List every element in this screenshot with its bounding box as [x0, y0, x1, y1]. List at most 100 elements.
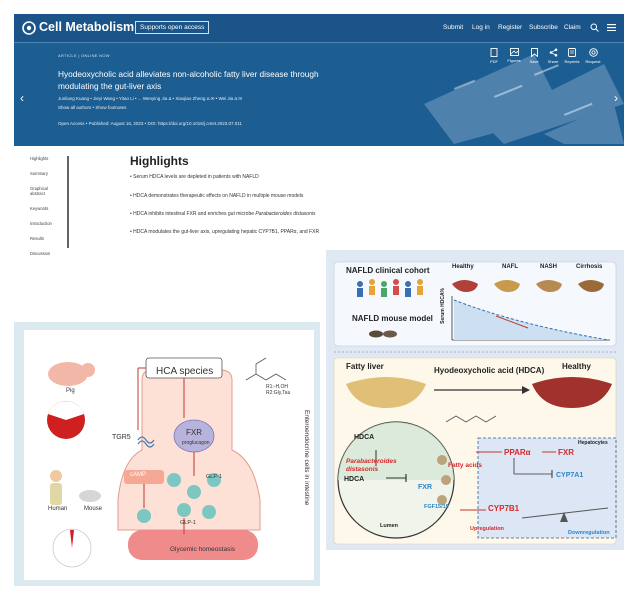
cell-logo-icon[interactable]	[22, 21, 36, 35]
healthy-liver-icon	[532, 377, 612, 408]
enteroendocrine-diagram	[24, 330, 314, 580]
nash-liver-icon	[536, 280, 562, 292]
tgr5-receptor-icon	[137, 436, 155, 444]
pig-label: Pig	[66, 388, 75, 394]
proglucagon-label: proglucagon	[182, 440, 210, 446]
journal-brand[interactable]: Cell Metabolism	[39, 20, 135, 34]
hdca-decline-line	[453, 299, 609, 341]
tgr5-label: TGR5	[112, 434, 131, 441]
pig-icon	[48, 362, 88, 386]
healthy-liver-icon	[452, 280, 478, 292]
fxr-label: FXR	[186, 428, 202, 437]
top-nav-bar	[14, 14, 624, 42]
toc-item-introduction[interactable]: Introduction	[30, 221, 52, 226]
highlight-item: • Serum HDCA levels are depleted in pati…	[130, 174, 259, 180]
cyp7b1-label: CYP7B1	[488, 504, 520, 513]
lumen-label: Lumen	[380, 523, 399, 529]
request-action[interactable]: Request	[583, 48, 603, 64]
nav-register[interactable]: Register	[498, 24, 523, 31]
search-icon[interactable]	[590, 23, 599, 32]
figures-action[interactable]: Figures	[504, 48, 524, 63]
healthy-label: Healthy	[562, 362, 591, 371]
highlight-item: • HDCA demonstrates therapeutic effects …	[130, 193, 304, 199]
clinical-cohort-label: NAFLD clinical cohort	[346, 266, 430, 275]
cyp7a1-label: CYP7A1	[556, 472, 584, 479]
hdca-title-label: Hyodeoxycholic acid (HDCA)	[434, 366, 545, 375]
nafl-liver-icon	[494, 280, 520, 292]
nav-login[interactable]: Log in	[472, 24, 490, 31]
hdca-intestine-label: HDCA	[354, 434, 375, 441]
chevron-left-icon[interactable]: ‹	[20, 91, 24, 105]
gut-liver-axis-panel	[333, 351, 617, 545]
share-action[interactable]: Share	[543, 48, 563, 64]
toc-item-keywords[interactable]: Keywords	[30, 206, 49, 211]
decorative-figure-collage	[424, 54, 624, 144]
reprints-action[interactable]: Reprints	[562, 48, 582, 64]
toc-item-results[interactable]: Results	[30, 236, 44, 241]
article-title: Hyodeoxycholic acid alleviates non-alcoh…	[58, 69, 319, 91]
article-type-label: ARTICLE | ONLINE NOW	[58, 53, 110, 58]
r-group-label: R1:-H,OH R2:Gly,Tau	[266, 384, 291, 396]
article-header: Cell Metabolism Supports open access Sub…	[14, 14, 624, 146]
fatty-liver-label: Fatty liver	[346, 362, 384, 371]
open-access-badge[interactable]: Supports open access	[135, 21, 210, 34]
fatty-acids-label: Fatty acids	[448, 462, 482, 469]
hepatocytes-box	[477, 437, 617, 539]
chevron-right-icon[interactable]: ›	[614, 91, 618, 105]
highlight-item: • HDCA modulates the gut-liver axis, upr…	[130, 229, 320, 235]
figures-icon	[509, 48, 519, 56]
publication-info[interactable]: Open Access • Published: August 16, 2023…	[58, 121, 242, 126]
mouse-model-label: NAFLD mouse model	[352, 314, 433, 323]
highlights-heading: Highlights	[130, 154, 189, 168]
microbe-label: Parabacteroides distasonis	[346, 458, 397, 473]
intestinal-cell	[437, 455, 447, 465]
cirrhosis-liver-icon	[578, 280, 604, 292]
hca-species-label: HCA species	[156, 366, 214, 377]
highlight-item: • HDCA inhibits intestinal FXR and enric…	[130, 211, 316, 217]
upregulation-label: Upregulation	[470, 526, 504, 532]
fxr-liver-label: FXR	[558, 448, 574, 457]
pdf-icon	[490, 48, 498, 57]
glp1-label: GLP-1	[206, 474, 222, 480]
human-label: Human	[48, 506, 68, 512]
pdf-action[interactable]: PDF	[484, 48, 504, 64]
toc-item-highlights[interactable]: Highlights	[30, 156, 49, 161]
reprints-icon	[568, 48, 576, 57]
hdca-decline-area	[454, 300, 608, 340]
glycemic-label: Glycemic homeostasis	[170, 546, 236, 553]
mouse-icon	[369, 330, 383, 338]
table-of-contents: Highlights Summary Graphical abstract Ke…	[30, 156, 70, 266]
balance-beam-icon	[521, 507, 609, 519]
toc-item-summary[interactable]: Summary	[30, 171, 48, 176]
ppar-label: PPARα	[504, 448, 531, 457]
cohort-panel	[333, 261, 617, 347]
stage-nash: NASH	[540, 264, 558, 270]
toc-scrollbar[interactable]	[67, 156, 69, 248]
nav-claim[interactable]: Claim	[564, 24, 581, 31]
nav-subscribe[interactable]: Subscribe	[529, 24, 558, 31]
save-action[interactable]: Save	[524, 48, 544, 64]
mouse-label: Mouse	[84, 506, 103, 512]
show-authors-link[interactable]: Show all authors • Show footnotes	[58, 105, 127, 110]
nav-submit[interactable]: Submit	[443, 24, 464, 31]
human-icon	[50, 470, 62, 482]
hdca-fxr-label: HDCA	[344, 476, 365, 483]
menu-icon[interactable]	[607, 24, 616, 31]
hdca-molecule-icon	[445, 415, 497, 423]
fxr-intestine-label: FXR	[418, 484, 432, 491]
stage-healthy: Healthy	[452, 264, 474, 270]
toc-item-graphical-abstract[interactable]: Graphical abstract	[30, 186, 48, 196]
decline-arrow	[495, 315, 529, 329]
nav-divider	[14, 42, 624, 43]
y-axis-label: Serum HDCA%	[440, 288, 446, 324]
toc-item-discussion[interactable]: Discussion	[30, 251, 51, 256]
blood-vessel	[128, 530, 258, 560]
hca-molecule-icon	[245, 373, 287, 381]
request-icon	[588, 48, 598, 57]
stage-nafl: NAFL	[502, 264, 518, 270]
hepatocytes-label: Hepatocytes	[578, 440, 608, 446]
author-list[interactable]: Junliang Kuang • Jieyi Wang • Yitao Li •…	[58, 96, 243, 101]
share-icon	[549, 48, 557, 57]
enteroendocrine-label: Enteroendocrine cells in intestine	[303, 410, 310, 506]
bookmark-icon	[530, 48, 538, 57]
